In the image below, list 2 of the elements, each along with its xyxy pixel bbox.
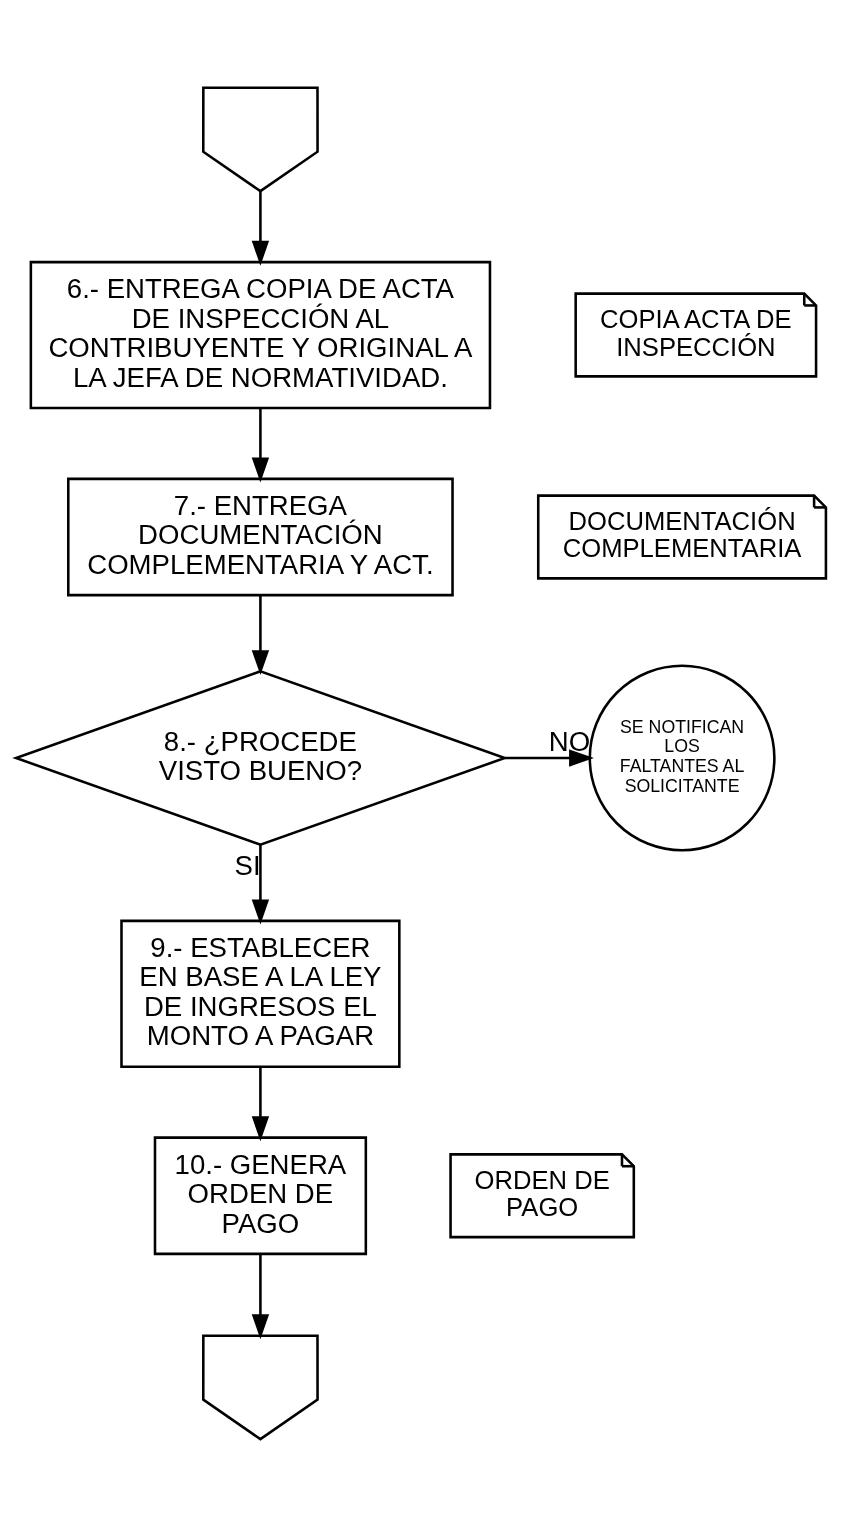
edge-label: NO xyxy=(548,725,591,757)
edge-label: SI xyxy=(234,849,261,881)
